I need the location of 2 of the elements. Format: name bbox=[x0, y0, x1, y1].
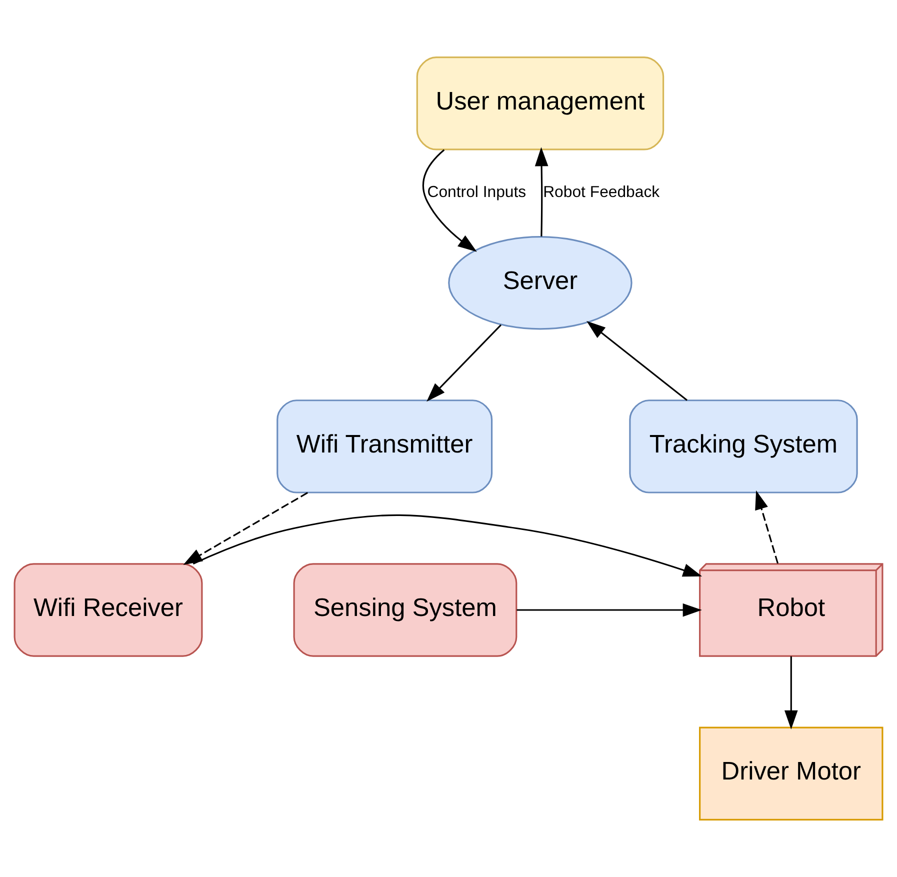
edge-label: Control Inputs bbox=[427, 184, 526, 202]
edge-label: Robot Feedback bbox=[543, 184, 660, 202]
